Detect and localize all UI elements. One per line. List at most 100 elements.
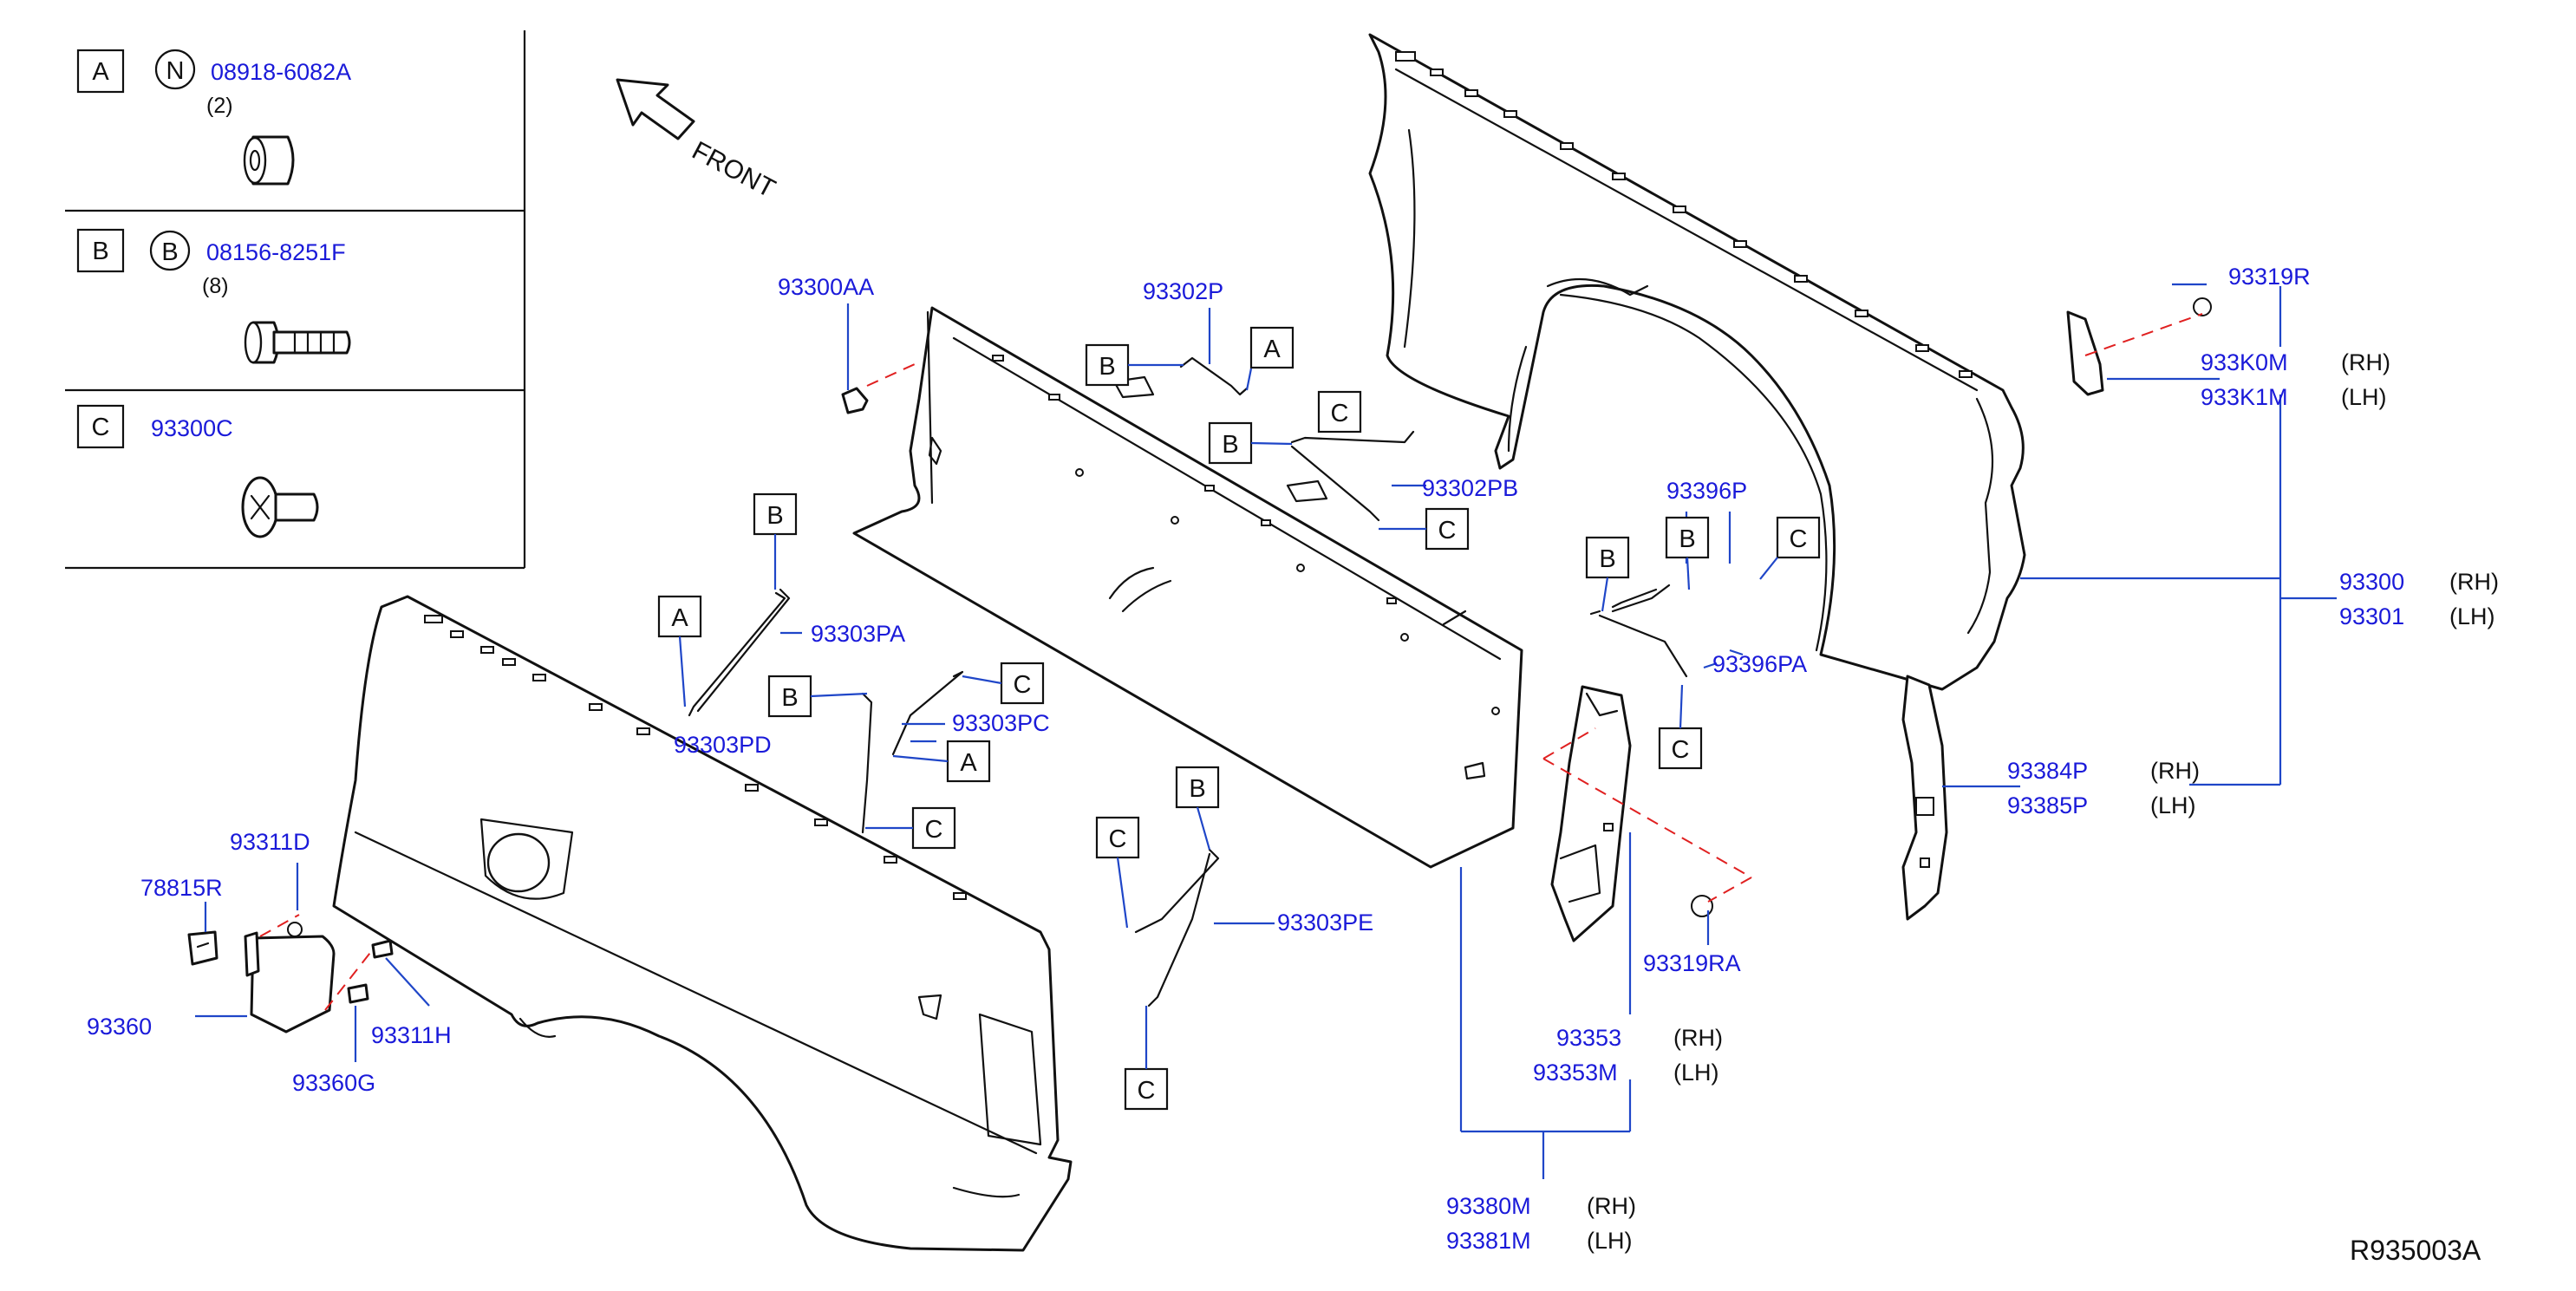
side-lh: (LH) — [2341, 384, 2387, 410]
callout-label: C — [1438, 517, 1457, 544]
legend-row-a: A N 08918-6082A (2) — [76, 49, 351, 186]
part-label-93311d[interactable]: 93311D — [230, 829, 310, 855]
symbol-circle — [154, 49, 196, 90]
legend-key: A — [92, 58, 109, 86]
callout-label: C — [1138, 1077, 1156, 1105]
callout-label: B — [1189, 775, 1205, 803]
callout-box-b — [1175, 766, 1220, 809]
callout-box-b — [1085, 343, 1130, 387]
callout-label: C — [1109, 825, 1127, 853]
callout-box — [76, 49, 125, 94]
part-label-93360[interactable]: 93360 — [87, 1014, 152, 1040]
part-label-78815r[interactable]: 78815R — [140, 875, 223, 901]
callout-box — [76, 228, 125, 273]
part-label-93303pc[interactable]: 93303PC — [952, 710, 1050, 736]
part-labels: 93300AA 93302P 93302PB 93303PA 93303PC 9… — [87, 264, 2499, 1254]
callout-label: B — [781, 684, 798, 712]
callout-box-c — [1317, 390, 1362, 434]
part-label-93300aa[interactable]: 93300AA — [778, 274, 874, 300]
part-label-93360g[interactable]: 93360G — [292, 1070, 375, 1096]
part-label-93302pb[interactable]: 93302PB — [1422, 475, 1518, 501]
callout-label: C — [1672, 736, 1690, 764]
part-label-93384p[interactable]: 93384P — [2007, 758, 2088, 784]
legend-key: B — [92, 238, 108, 265]
callout-box-c — [1095, 816, 1140, 859]
legend-quantity: (8) — [202, 274, 229, 298]
corner-gusset — [2066, 297, 2212, 396]
symbol-circle — [149, 230, 191, 271]
front-label: FRONT — [688, 136, 780, 204]
callout-label: A — [1263, 336, 1281, 363]
part-label-93301[interactable]: 93301 — [2339, 603, 2404, 629]
callout-label: B — [1222, 431, 1238, 459]
side-lh: (LH) — [1587, 1228, 1633, 1254]
callout-label: B — [1099, 353, 1115, 381]
callout-box-c — [1658, 727, 1703, 770]
part-label-93303pa[interactable]: 93303PA — [811, 621, 905, 647]
callout-box-a — [1249, 326, 1295, 369]
hardware — [841, 387, 1713, 917]
part-label-93302p[interactable]: 93302P — [1143, 278, 1223, 304]
callout-box-b — [1665, 516, 1710, 559]
side-rh: (RH) — [1587, 1193, 1636, 1219]
callout-label: A — [671, 604, 688, 632]
legend-quantity: (2) — [206, 94, 233, 118]
callout-box-c — [1124, 1067, 1169, 1111]
callout-box — [76, 404, 125, 449]
bed-inner-panel — [852, 306, 1523, 869]
legend-part-number[interactable]: 08156-8251F — [206, 239, 346, 265]
part-label-93385p[interactable]: 93385P — [2007, 792, 2088, 818]
bolt-icon — [244, 321, 351, 364]
part-label-93319r[interactable]: 93319R — [2228, 264, 2311, 290]
brackets — [688, 356, 1688, 1007]
side-rh: (RH) — [2341, 349, 2390, 375]
callout-label: A — [960, 749, 977, 777]
legend-symbol: N — [166, 57, 185, 85]
legend-symbol: B — [161, 238, 178, 266]
legend-part-number[interactable]: 93300C — [151, 415, 233, 441]
callout-box-b — [1208, 421, 1253, 465]
side-lh: (LH) — [1673, 1060, 1719, 1086]
alignment-lines — [259, 313, 2203, 1011]
part-label-933k1m[interactable]: 933K1M — [2201, 384, 2288, 410]
callout-label: B — [1599, 545, 1615, 573]
part-label-93353m[interactable]: 93353M — [1533, 1060, 1618, 1086]
legend-key: C — [92, 414, 110, 441]
wheel-house-inner — [1550, 685, 1632, 942]
callout-boxes: B A C B C B A C A B C — [657, 326, 1821, 1111]
part-label-93303pd[interactable]: 93303PD — [674, 732, 772, 758]
callout-label: C — [1790, 525, 1808, 553]
callout-label: C — [1014, 671, 1032, 699]
side-lh: (LH) — [2449, 603, 2495, 629]
callout-box-c — [911, 806, 956, 850]
part-label-93353[interactable]: 93353 — [1556, 1025, 1621, 1051]
part-label-93380m[interactable]: 93380M — [1446, 1193, 1531, 1219]
part-label-93381m[interactable]: 93381M — [1446, 1228, 1531, 1254]
side-rh: (RH) — [2150, 758, 2200, 784]
callout-box-c — [1425, 507, 1470, 551]
rear-pillar-panel — [1901, 675, 1948, 921]
bed-outer-side-panel — [332, 595, 1073, 1252]
legend-part-number[interactable]: 08918-6082A — [211, 59, 351, 85]
part-label-93319ra[interactable]: 93319RA — [1643, 950, 1741, 976]
side-rh: (RH) — [2449, 569, 2499, 595]
part-label-93303pe[interactable]: 93303PE — [1277, 910, 1373, 936]
front-arrow-icon — [616, 78, 695, 140]
bolt-icon — [841, 387, 869, 414]
part-label-933k0m[interactable]: 933K0M — [2201, 349, 2288, 375]
clip-icon — [1691, 895, 1713, 917]
diagram-code: R935003A — [2350, 1235, 2481, 1266]
callout-label: B — [1679, 525, 1695, 553]
callout-label: C — [1331, 400, 1349, 427]
part-label-93311h[interactable]: 93311H — [371, 1022, 452, 1048]
part-label-93396pa[interactable]: 93396PA — [1712, 651, 1807, 677]
bed-front-side-inner — [1368, 33, 2026, 691]
part-label-93300[interactable]: 93300 — [2339, 569, 2404, 595]
side-lh: (LH) — [2150, 792, 2196, 818]
legend-row-b: B B 08156-8251F (8) — [76, 228, 351, 364]
part-label-93396p[interactable]: 93396P — [1666, 478, 1747, 504]
legend-row-c: C 93300C — [76, 404, 319, 538]
gas-lid — [187, 922, 394, 1033]
